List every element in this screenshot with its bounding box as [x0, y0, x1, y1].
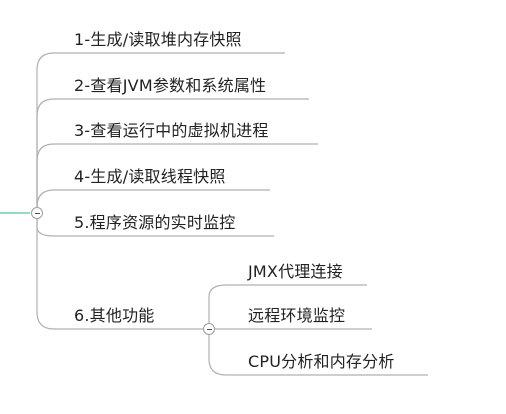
connector-branch-4: [36, 189, 270, 208]
connector-branch-1: [36, 52, 285, 207]
connector-branch-6: [36, 219, 204, 330]
branch-heap-snapshot[interactable]: 1-生成/读取堆内存快照: [74, 30, 242, 49]
branch-realtime-monitoring[interactable]: 5.程序资源的实时监控: [74, 213, 236, 232]
branch-other-features[interactable]: 6.其他功能: [74, 306, 155, 325]
root-collapse-toggle-icon[interactable]: [31, 207, 43, 219]
child-jmx-agent[interactable]: JMX代理连接: [248, 262, 343, 281]
branch-jvm-params[interactable]: 2-查看JVM参数和系统属性: [74, 76, 267, 95]
connector-branch-2: [36, 98, 309, 207]
branch-vm-processes[interactable]: 3-查看运行中的虚拟机进程: [74, 121, 269, 140]
connector-branch-3: [36, 143, 318, 207]
branch-thread-snapshot[interactable]: 4-生成/读取线程快照: [74, 167, 226, 186]
child-cpu-memory-analysis[interactable]: CPU分析和内存分析: [248, 352, 395, 371]
connector-child-1: [208, 284, 367, 323]
connector-child-3: [208, 335, 428, 376]
child-remote-monitoring[interactable]: 远程环境监控: [248, 306, 346, 325]
other-features-collapse-toggle-icon[interactable]: [203, 323, 215, 335]
